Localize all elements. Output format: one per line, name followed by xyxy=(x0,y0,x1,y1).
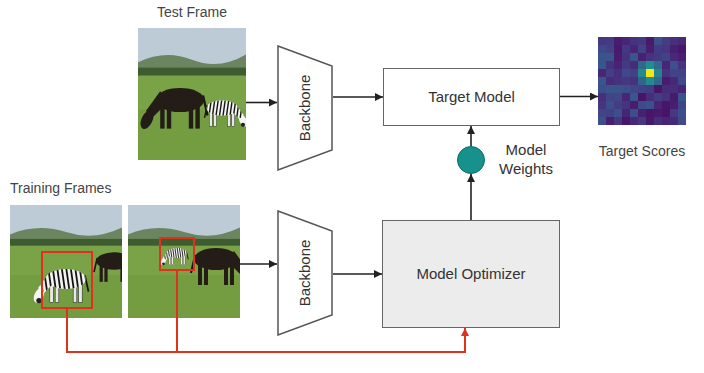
weights-label: Model Weights xyxy=(494,141,558,179)
score-map: Target Scores xyxy=(598,37,686,125)
frames-heading: Training Frames xyxy=(10,180,111,196)
test-frame-image: Test Frame xyxy=(138,28,246,160)
box-label: Model Optimizer xyxy=(416,265,525,283)
flow-arrow xyxy=(333,96,383,98)
model-box: Model Optimizer xyxy=(382,220,560,328)
flow-arrow xyxy=(470,174,472,220)
training-frames-images: Training Frames xyxy=(10,205,240,318)
heatmap xyxy=(598,37,686,125)
frame-heading: Test Frame xyxy=(157,4,227,20)
flow-arrow xyxy=(246,102,277,104)
photo-illustration xyxy=(10,205,240,318)
photo-illustration xyxy=(138,28,246,160)
box-label: Target Model xyxy=(428,88,515,106)
flow-arrow xyxy=(240,263,277,265)
scores-caption: Target Scores xyxy=(599,143,685,159)
model-box: Target Model xyxy=(383,68,560,126)
backbone-trapezoid: Backbone xyxy=(277,45,333,171)
flow-arrow xyxy=(333,273,382,275)
red-branch-line xyxy=(176,318,178,352)
backbone-label: Backbone xyxy=(296,240,314,307)
weights-circle: Model Weights xyxy=(457,146,485,174)
backbone-trapezoid: Backbone xyxy=(277,210,333,336)
flow-arrow xyxy=(470,126,472,146)
backbone-label: Backbone xyxy=(296,75,314,142)
flow-arrow xyxy=(560,96,598,98)
